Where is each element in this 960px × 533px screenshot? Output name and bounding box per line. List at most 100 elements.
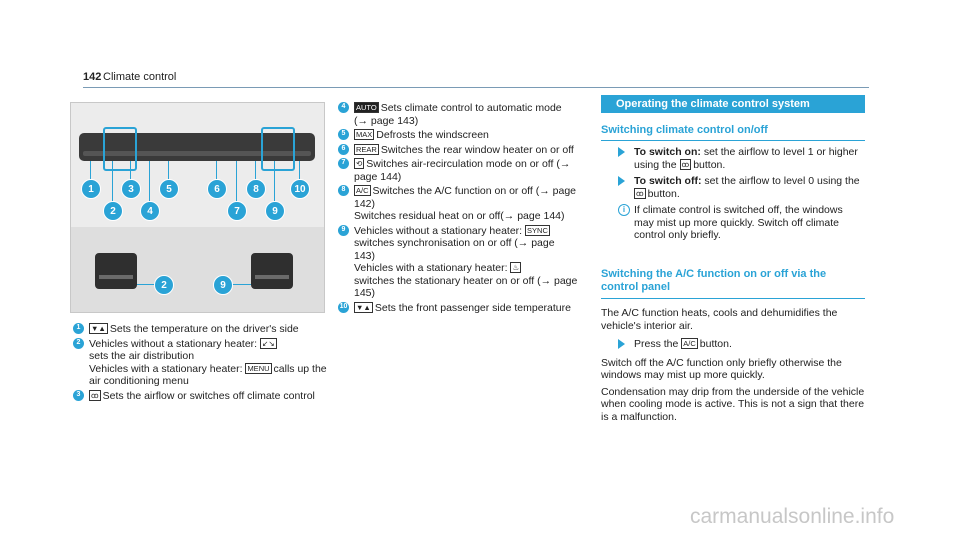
stationary-heater-icon: ♨ <box>510 262 522 273</box>
pin-1 <box>90 161 91 181</box>
fan-icon: ꝏ <box>634 187 646 199</box>
step-switch-on: To switch on: set the airflow to level 1… <box>618 146 865 171</box>
info-note: i If climate control is switched off, th… <box>618 204 865 242</box>
legend-text: switches the stationary heater on or off… <box>354 274 578 300</box>
step-text: set the airflow to level 1 or higher usi… <box>634 146 858 171</box>
legend-item-7: 7 ⟲Switches air-recirculation mode on or… <box>338 158 578 183</box>
ac-icon: A/C <box>354 185 371 196</box>
leader-9 <box>231 284 251 285</box>
subheading-divider <box>601 140 865 141</box>
pin-7 <box>236 161 237 203</box>
callout-5: 5 <box>159 179 179 199</box>
page-title: Climate control <box>103 71 177 83</box>
callout-1: 1 <box>81 179 101 199</box>
legend-item-1: 1 ▼▲Sets the temperature on the driver's… <box>73 323 327 336</box>
subheading-divider <box>601 298 865 299</box>
step-arrow-icon <box>618 147 625 157</box>
legend-text: calls up the air conditioning menu <box>89 362 327 388</box>
subheading-ac-line2: control panel <box>601 281 671 293</box>
step-text: button. <box>647 187 680 200</box>
legend-text: Switches air-recirculation mode on or of… <box>354 158 571 183</box>
callout-bottom-2: 2 <box>154 275 174 295</box>
air-distribution-icon: ↙↘ <box>260 337 277 349</box>
knob-right-strip <box>255 275 289 279</box>
legend-text: Switches the rear window heater on or of… <box>380 143 574 156</box>
ac-para-2: Switch off the A/C function only briefly… <box>601 356 842 382</box>
pin-10 <box>299 161 300 181</box>
legend-left: 1 ▼▲Sets the temperature on the driver's… <box>73 323 327 404</box>
callout-9: 9 <box>265 201 285 221</box>
panel-strip <box>83 151 311 156</box>
step-switch-off: To switch off: set the airflow to level … <box>618 175 865 200</box>
subheading-on-off: Switching climate control on/off <box>601 124 768 136</box>
page-number: 142 <box>83 71 102 83</box>
legend-text: switches synchronisation on or off (→ pa… <box>354 237 555 262</box>
step-text: set the airflow to level 0 using the <box>704 175 860 187</box>
legend-text: Switches residual heat on or off(→ page … <box>354 210 565 222</box>
highlight-left <box>103 127 137 171</box>
temperature-icon: ▼▲ <box>89 323 108 334</box>
legend-badge: 7 <box>338 158 349 169</box>
legend-text: Vehicles without a stationary heater: <box>354 224 523 237</box>
legend-text: Vehicles with a stationary heater: <box>89 362 243 375</box>
legend-badge: 10 <box>338 301 349 313</box>
pin-5 <box>168 161 169 181</box>
legend-item-2: 2 Vehicles without a stationary heater: … <box>73 337 327 388</box>
legend-text: Defrosts the windscreen <box>376 129 489 141</box>
ac-content: The A/C function heats, cools and dehumi… <box>601 307 865 423</box>
windscreen-defrost-icon: MAX <box>354 129 375 140</box>
ac-para-3: Condensation may drip from the underside… <box>601 385 865 423</box>
leader-2 <box>137 284 155 285</box>
legend-text: Vehicles with a stationary heater: <box>354 262 508 274</box>
recirculation-icon: ⟲ <box>354 158 365 169</box>
subheading-ac: Switching the A/C function on or off via… <box>601 268 865 294</box>
legend-badge: 5 <box>338 129 349 140</box>
legend-text: Vehicles without a stationary heater: <box>89 337 258 350</box>
info-icon: i <box>618 204 630 216</box>
callout-8: 8 <box>246 179 266 199</box>
legend-badge: 8 <box>338 185 349 196</box>
highlight-right <box>261 127 295 171</box>
callout-6: 6 <box>207 179 227 199</box>
pin-9 <box>274 161 275 203</box>
right-content: To switch on: set the airflow to level 1… <box>618 146 865 244</box>
step-label: To switch off: <box>634 175 702 187</box>
control-panel-figure: 1 2 3 4 5 6 7 8 9 10 2 9 <box>70 102 325 313</box>
callout-bottom-9: 9 <box>213 275 233 295</box>
section-title: Operating the climate control system <box>601 95 865 113</box>
subheading-ac-line1: Switching the A/C function on or off via… <box>601 268 827 280</box>
ac-icon: A/C <box>681 338 698 349</box>
legend-text: Sets the airflow or switches off climate… <box>102 389 315 402</box>
legend-badge: 6 <box>338 143 349 155</box>
step-text: Press the <box>634 338 679 350</box>
ac-para-1: The A/C function heats, cools and dehumi… <box>601 307 838 332</box>
watermark: carmanualsonline.info <box>690 505 895 528</box>
legend-text: Switches the A/C function on or off (→ p… <box>354 185 577 210</box>
legend-text: Sets the temperature on the driver's sid… <box>109 323 299 335</box>
step-text: button. <box>693 158 726 171</box>
menu-icon: MENU <box>245 362 272 374</box>
knob-left <box>95 253 137 289</box>
pin-6 <box>216 161 217 181</box>
step-label: To switch on: <box>634 146 701 158</box>
legend-text: Sets the front passenger side temperatur… <box>374 301 571 314</box>
info-text: If climate control is switched off, the … <box>634 204 843 241</box>
legend-text: Sets climate control to automatic mode (… <box>354 102 562 127</box>
fan-icon: ꝏ <box>89 389 101 401</box>
step-text: button. <box>699 338 732 350</box>
legend-badge: 1 <box>73 323 84 334</box>
callout-2: 2 <box>103 201 123 221</box>
legend-item-10: 10 ▼▲Sets the front passenger side tempe… <box>338 301 578 315</box>
legend-badge: 3 <box>73 389 84 401</box>
legend-badge: 2 <box>73 337 84 349</box>
callout-10: 10 <box>290 179 310 199</box>
callout-4: 4 <box>140 201 160 221</box>
legend-badge: 4 <box>338 102 349 113</box>
temperature-icon: ▼▲ <box>354 301 373 313</box>
